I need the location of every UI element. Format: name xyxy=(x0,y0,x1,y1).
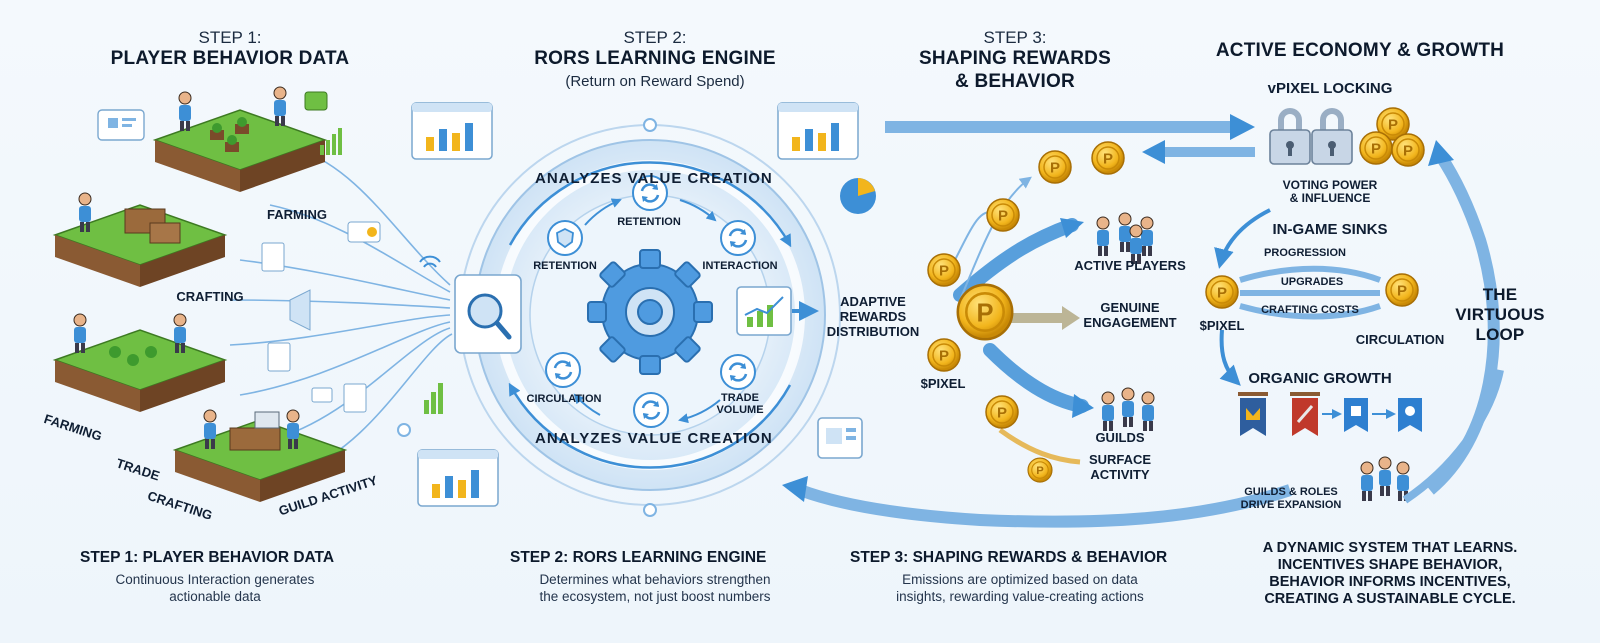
loop-label-loop: LOOP xyxy=(1475,325,1525,344)
node-label-volume: VOLUME xyxy=(716,404,764,416)
step2-footer-desc-2: the ecosystem, not just boost numbers xyxy=(539,589,771,604)
chart-window-icon-top-right xyxy=(777,102,859,160)
tile-farming-top xyxy=(154,86,326,193)
closing-line-3: BEHAVIOR INFORMS INCENTIVES, xyxy=(1269,574,1511,590)
step3-token-label: $PIXEL xyxy=(920,376,966,391)
coin-icon xyxy=(1205,275,1239,309)
coin-icon xyxy=(1359,131,1393,165)
influence-label: & INFLUENCE xyxy=(1289,191,1371,205)
outcome-surface: SURFACE xyxy=(1088,452,1152,467)
node-label-interaction: INTERACTION xyxy=(702,260,778,272)
ring-text-bottom: ANALYZES VALUE CREATION xyxy=(535,430,773,447)
tile-farming-bottom xyxy=(54,313,226,413)
economy-title: ACTIVE ECONOMY & GROWTH xyxy=(1215,40,1505,61)
cycle-icon-circulation xyxy=(544,351,582,389)
outcome-active-players: ACTIVE PLAYERS xyxy=(1074,258,1186,273)
sink-upgrades: UPGRADES xyxy=(1280,276,1344,288)
coin-icon xyxy=(985,395,1019,429)
loop-label-virtuous: VIRTUOUS xyxy=(1455,305,1545,324)
cycle-icon-bottom xyxy=(632,391,670,429)
people-icon-active-players xyxy=(1096,212,1154,265)
ring-text-top: ANALYZES VALUE CREATION xyxy=(535,170,773,187)
coin-icon xyxy=(1391,133,1425,167)
sink-arrows xyxy=(1239,265,1382,320)
tile-crafting-top xyxy=(54,192,226,288)
pie-chart-icon xyxy=(840,178,876,214)
coin-icon-large xyxy=(956,283,1014,341)
organic-growth-label: ORGANIC GROWTH xyxy=(1248,370,1392,387)
trend-chart-icon xyxy=(736,286,792,336)
coin-icon xyxy=(1027,457,1053,483)
step2-subtitle: (Return on Reward Spend) xyxy=(565,73,745,90)
node-label-retention-left: RETENTION xyxy=(533,260,597,272)
step1-title: PLAYER BEHAVIOR DATA xyxy=(110,48,350,69)
outcome-guilds: GUILDS xyxy=(1095,430,1145,445)
coin-icon xyxy=(927,253,961,287)
in-game-sinks-label: IN-GAME SINKS xyxy=(1272,221,1388,238)
coin-icon xyxy=(1091,141,1125,175)
step2-footer-desc-1: Determines what behaviors strengthen xyxy=(539,572,771,587)
loop-label-the: THE xyxy=(1482,285,1518,304)
guilds-roles-label: GUILDS & ROLES xyxy=(1244,486,1338,498)
sink-crafting-costs: CRAFTING COSTS xyxy=(1261,304,1359,316)
gear-icon xyxy=(587,249,713,375)
lock-icon xyxy=(1269,108,1311,165)
coin-icon xyxy=(1038,150,1072,184)
economy-token-label: $PIXEL xyxy=(1199,318,1245,333)
step3-footer-title: STEP 3: SHAPING REWARDS & BEHAVIOR xyxy=(850,549,1168,566)
distribution-label: DISTRIBUTION xyxy=(826,324,920,339)
banner-icon-row xyxy=(1238,392,1422,436)
step3-title-line1: SHAPING REWARDS xyxy=(919,48,1111,69)
step2-footer-title: STEP 2: RORS LEARNING ENGINE xyxy=(510,549,767,566)
closing-line-2: INCENTIVES SHAPE BEHAVIOR, xyxy=(1277,557,1503,573)
magnifier-icon xyxy=(454,274,522,354)
step1-label: STEP 1: xyxy=(198,28,262,47)
step1-footer-title: STEP 1: PLAYER BEHAVIOR DATA xyxy=(80,549,335,566)
outcome-engagement: ENGAGEMENT xyxy=(1083,315,1177,330)
rors-engine-ring xyxy=(454,118,841,517)
step3-footer-desc-2: insights, rewarding value-creating actio… xyxy=(896,589,1144,604)
adaptive-label: ADAPTIVE xyxy=(840,294,906,309)
shield-icon xyxy=(547,220,583,256)
step2-title: RORS LEARNING ENGINE xyxy=(534,48,776,69)
tile-label-crafting-1: CRAFTING xyxy=(176,289,244,304)
step1-footer-desc-1: Continuous Interaction generates xyxy=(115,572,315,587)
lock-icon xyxy=(1311,108,1353,165)
cycle-icon-interaction xyxy=(719,219,757,257)
people-icon-guild-roles xyxy=(1360,456,1410,502)
tile-guild-activity xyxy=(174,409,346,503)
outcome-genuine: GENUINE xyxy=(1100,300,1160,315)
node-label-retention-top: RETENTION xyxy=(617,216,681,228)
coin-icon xyxy=(986,198,1020,232)
voting-power-label: VOTING POWER xyxy=(1282,178,1378,192)
circulation-label: CIRCULATION xyxy=(1355,332,1445,347)
coin-icon xyxy=(1385,273,1419,307)
people-icon-guilds xyxy=(1101,387,1155,432)
step3-footer-desc-1: Emissions are optimized based on data xyxy=(902,572,1138,587)
rewards-label: REWARDS xyxy=(839,309,907,324)
tile-label-farming-1: FARMING xyxy=(267,207,327,222)
step1-footer-desc-2: actionable data xyxy=(169,589,261,604)
cycle-icon-trade xyxy=(719,353,757,391)
step3-title-line2: & BEHAVIOR xyxy=(955,71,1075,92)
outcome-activity: ACTIVITY xyxy=(1090,467,1150,482)
step3-label: STEP 3: xyxy=(983,28,1047,47)
step2-label: STEP 2: xyxy=(623,28,687,47)
vpixel-locking-label: vPIXEL LOCKING xyxy=(1267,80,1393,97)
reward-distribution-arrows xyxy=(953,176,1094,465)
node-label-trade: TRADE xyxy=(721,392,759,404)
closing-line-4: CREATING A SUSTAINABLE CYCLE. xyxy=(1264,591,1516,607)
sink-progression: PROGRESSION xyxy=(1264,247,1346,259)
chart-window-icon-bottom-left xyxy=(417,449,499,507)
coin-icon xyxy=(927,338,961,372)
closing-line-1: A DYNAMIC SYSTEM THAT LEARNS. xyxy=(1262,540,1518,556)
floating-icons-left xyxy=(97,91,443,437)
node-label-circulation: CIRCULATION xyxy=(526,393,602,405)
drive-expansion-label: DRIVE EXPANSION xyxy=(1240,499,1342,511)
document-icon xyxy=(817,417,863,459)
chart-window-icon-top-left xyxy=(411,102,493,160)
